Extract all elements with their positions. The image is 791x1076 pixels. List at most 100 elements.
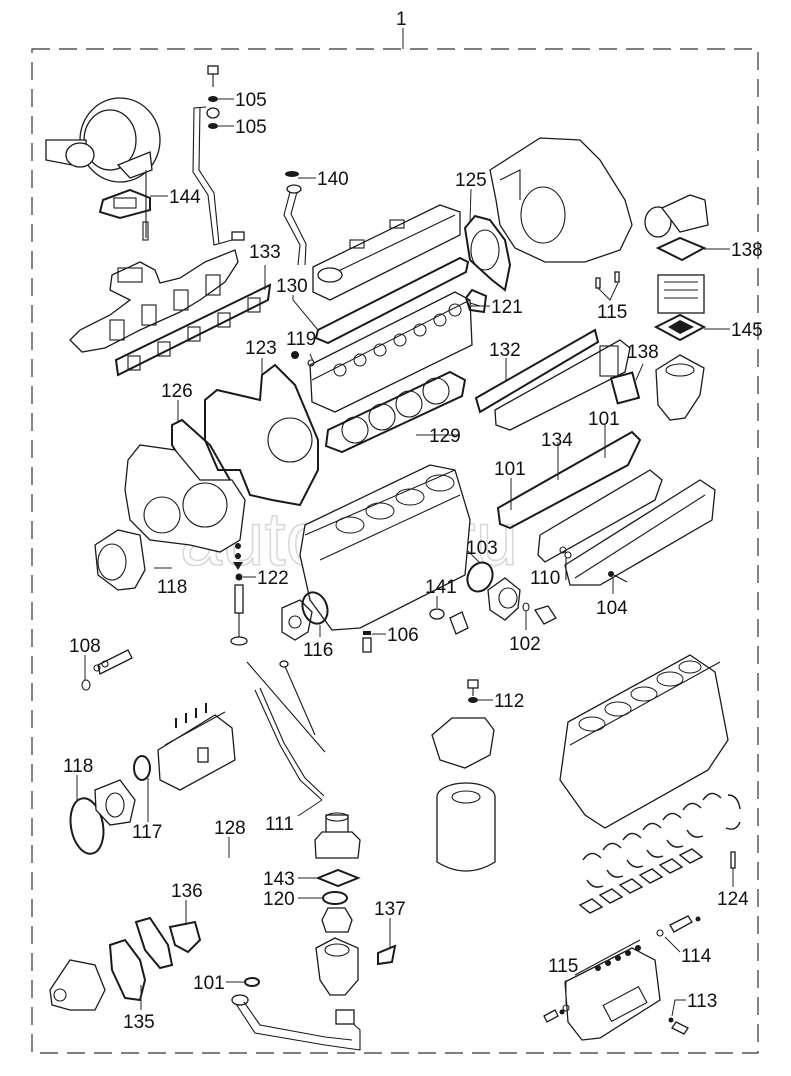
water-outlet-part <box>466 561 557 625</box>
callout-137: 137 <box>374 899 406 920</box>
pump-cover-part <box>69 755 151 855</box>
callout-130: 130 <box>276 276 308 297</box>
thermostat-case-part <box>315 937 359 996</box>
callout-101: 101 <box>193 973 225 994</box>
turbo-gasket-part <box>98 170 151 241</box>
callout-103: 103 <box>466 538 498 559</box>
dipstick-part <box>246 660 326 801</box>
crankcase-part <box>559 654 729 829</box>
head-cover-part <box>312 204 461 301</box>
flywheel-gasket-part <box>463 214 512 292</box>
callout-102: 102 <box>509 634 541 655</box>
callout-117: 117 <box>132 822 162 843</box>
callout-144: 144 <box>169 187 201 208</box>
callout-116: 116 <box>303 640 333 661</box>
crank-damper-part <box>94 529 146 591</box>
oil-cooler-gasket-part <box>496 430 642 530</box>
breather-hose-part <box>283 171 307 266</box>
thermostat-gasket-part <box>315 868 361 888</box>
callout-136: 136 <box>171 881 203 902</box>
callout-105: 105 <box>235 90 267 111</box>
assembly-frame: 1 <box>31 9 759 1054</box>
callout-122: 122 <box>257 568 289 589</box>
callout-126: 126 <box>161 381 193 402</box>
exhaust-manifold-part <box>69 249 239 353</box>
leader-lines <box>76 98 734 1017</box>
callout-115: 115 <box>597 302 627 323</box>
flywheel-housing-part <box>489 137 633 263</box>
callout-132: 132 <box>489 340 521 361</box>
bearing-shells-part <box>578 792 741 914</box>
dowel-pin-part <box>730 851 736 869</box>
callout-101: 101 <box>494 459 526 480</box>
clip-part <box>595 271 620 289</box>
intake-gasket-part <box>474 328 600 414</box>
injection-pump-part <box>157 703 236 791</box>
thermostat-part <box>321 907 353 933</box>
callout-111: 111 <box>265 814 294 835</box>
water-pipe-part <box>314 812 361 859</box>
callout-133: 133 <box>249 242 281 263</box>
front-cover-part <box>124 444 246 553</box>
callout-145: 145 <box>731 320 763 341</box>
callout-112: 112 <box>494 691 524 712</box>
callout-143: 143 <box>263 869 295 890</box>
callout-110: 110 <box>530 568 560 589</box>
thermostat-housing-part <box>644 194 709 238</box>
callout-120: 120 <box>263 889 295 910</box>
valve-part <box>230 543 248 646</box>
callout-135: 135 <box>123 1012 155 1033</box>
callout-128: 128 <box>214 818 246 839</box>
gasket-138-part <box>655 236 707 262</box>
exhaust-gasket-part <box>114 283 272 377</box>
callout-118: 118 <box>157 577 187 598</box>
callout-121: 121 <box>491 297 523 318</box>
callout-141: 141 <box>425 577 457 598</box>
head-cover-gasket-part <box>314 256 470 345</box>
intake-manifold-part <box>494 339 631 431</box>
gasket-145-part <box>653 313 707 342</box>
callout-138: 138 <box>731 240 763 261</box>
oil-filter-head-part <box>431 679 495 769</box>
turbocharger-part <box>45 97 161 183</box>
callout-104: 104 <box>596 598 628 619</box>
injection-pump-right-part <box>543 915 701 1041</box>
oil-cooler-part <box>537 469 716 586</box>
water-pump-gasket-part <box>108 916 174 1002</box>
cover-plate-part <box>464 288 488 314</box>
callout-125: 125 <box>455 170 487 191</box>
bypass-pipe-part <box>231 977 361 1051</box>
cylinder-block-part <box>299 464 471 631</box>
callout-113: 113 <box>687 991 717 1012</box>
callout-123: 123 <box>245 338 277 359</box>
callout-129: 129 <box>429 426 461 447</box>
plate-gasket-part <box>168 920 202 954</box>
water-pump-part <box>49 959 106 1011</box>
callout-118: 118 <box>63 756 93 777</box>
cylinder-head-part <box>291 291 473 413</box>
oil-pipe-part <box>192 65 245 246</box>
assembly-label: 1 <box>396 9 407 30</box>
callout-119: 119 <box>286 329 316 350</box>
gasket-137-part <box>377 944 397 966</box>
element-part <box>657 274 705 314</box>
callout-106: 106 <box>387 625 419 646</box>
drain-plug-part <box>429 608 469 635</box>
outlet-elbow-part <box>655 354 705 421</box>
callout-105: 105 <box>235 117 267 138</box>
head-gasket-part <box>324 370 467 454</box>
callout-138: 138 <box>627 342 659 363</box>
callout-labels: 105 105 144 140 133 130 125 138 121 115 … <box>63 90 763 1033</box>
callout-101: 101 <box>588 409 620 430</box>
callout-108: 108 <box>69 636 101 657</box>
oil-filter-part <box>436 782 496 872</box>
callout-140: 140 <box>317 169 349 190</box>
callout-124: 124 <box>717 889 749 910</box>
injector-part <box>81 649 133 691</box>
sensor-part <box>362 631 372 653</box>
oil-pump-part <box>281 591 329 641</box>
callout-114: 114 <box>681 946 712 967</box>
callout-134: 134 <box>541 430 573 451</box>
callout-115: 115 <box>548 956 578 977</box>
